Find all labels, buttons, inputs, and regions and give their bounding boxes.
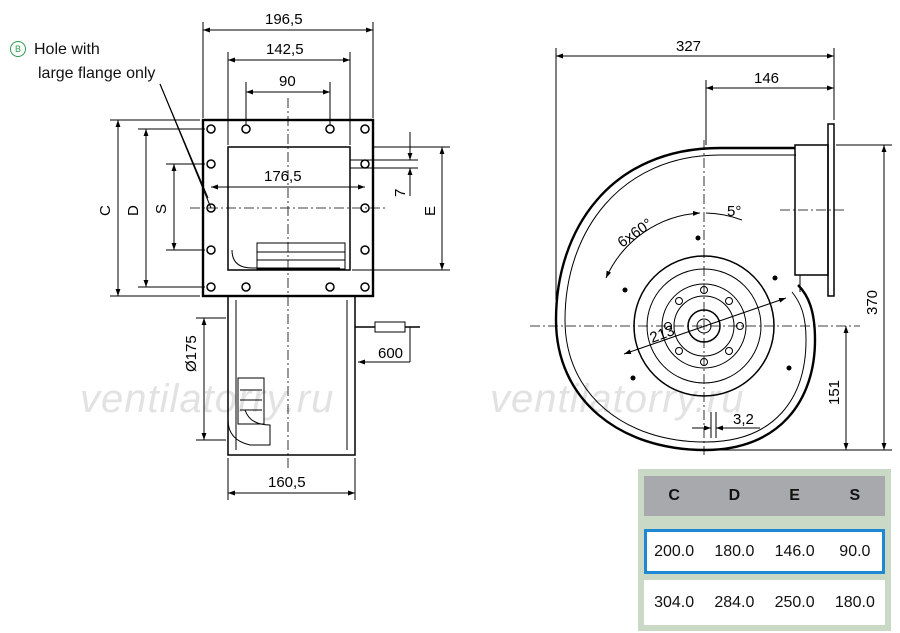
header-s: S	[849, 487, 861, 504]
dim-7: 7	[392, 189, 409, 197]
dim-600: 600	[378, 345, 403, 362]
dimension-table: C D E S 200.0 180.0 146.0 90.0 304.0 284…	[638, 469, 891, 631]
dim-176-5: 176,5	[264, 168, 302, 185]
table-cell: 284.0	[714, 593, 755, 611]
dim-c: C	[97, 205, 114, 216]
outlet-opening	[227, 146, 351, 271]
dim-175: Ø175	[183, 335, 200, 372]
dim-196-5: 196,5	[265, 11, 303, 28]
table-row-highlighted[interactable]: 200.0 180.0 146.0 90.0	[644, 529, 885, 574]
dim-3-2: 3,2	[733, 411, 754, 428]
table-cell: 180.0	[834, 593, 875, 611]
volute-housing	[554, 146, 817, 452]
watermark-right: ventilatorry.ru	[490, 377, 744, 421]
dim-6x60: 6x60°	[615, 215, 656, 251]
header-e: E	[789, 487, 800, 504]
dim-5deg: 5°	[727, 203, 741, 220]
table-cell: 180.0	[714, 542, 755, 560]
dim-s: S	[153, 204, 170, 214]
note-line-2: large flange only	[38, 65, 156, 82]
flange-note: B Hole with large flange only	[10, 38, 155, 86]
note-line-1: Hole with	[34, 41, 100, 58]
header-d: D	[728, 487, 741, 504]
note-badge: B	[10, 41, 26, 57]
table-cell: 146.0	[774, 542, 815, 560]
dim-370: 370	[864, 290, 881, 315]
watermark-left: ventilatorry.ru	[80, 377, 334, 421]
dim-327: 327	[676, 38, 701, 55]
dim-146: 146	[754, 70, 779, 87]
table-cell: 250.0	[774, 593, 815, 611]
table-cell: 304.0	[654, 593, 695, 611]
dim-160-5: 160,5	[268, 474, 306, 491]
dim-90: 90	[279, 73, 296, 90]
dim-142-5: 142,5	[266, 41, 304, 58]
housing-body	[227, 296, 356, 456]
dim-e: E	[422, 206, 439, 216]
header-c: C	[668, 487, 680, 504]
table-cell: 90.0	[839, 542, 871, 560]
dim-d: D	[125, 205, 142, 216]
dim-151: 151	[826, 380, 843, 405]
front-view: 196,5 142,5 90 176,5 C D S E 7	[97, 11, 450, 500]
table-row[interactable]: 304.0 284.0 250.0 180.0	[644, 580, 885, 625]
table-cell: 200.0	[654, 542, 695, 560]
table-header: C D E S	[644, 476, 885, 516]
mounting-holes	[206, 124, 370, 292]
